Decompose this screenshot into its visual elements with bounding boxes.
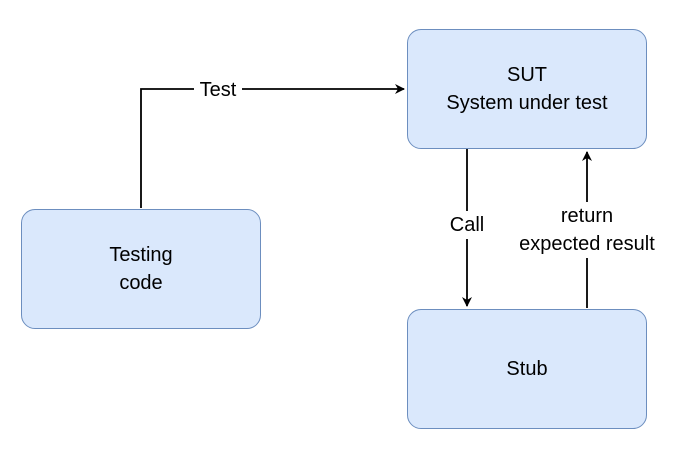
edge-test-label: Test <box>194 76 242 104</box>
node-testing-code-label: Testing code <box>109 244 173 294</box>
node-sut-label: SUT System under test <box>446 64 608 114</box>
node-stub-label: Stub <box>506 358 548 380</box>
node-stub[interactable]: Stub <box>407 309 647 429</box>
edge-return-label: return expected result <box>502 202 672 258</box>
edge-test-line <box>140 84 405 208</box>
node-testing-code[interactable]: Testing code <box>21 209 261 329</box>
node-sut[interactable]: SUT System under test <box>407 29 647 149</box>
edge-call-label: Call <box>444 211 490 239</box>
